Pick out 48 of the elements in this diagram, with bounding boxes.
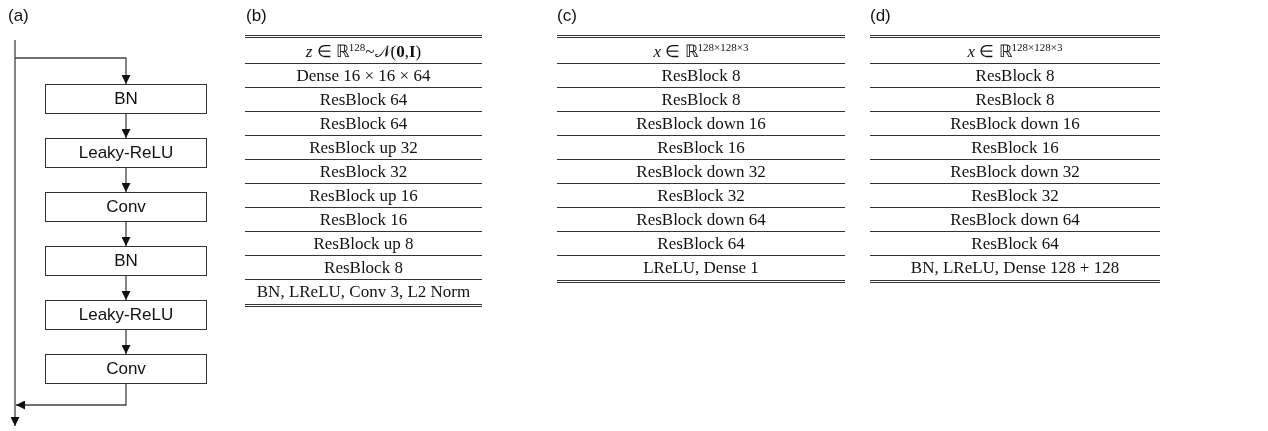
arrow (121, 329, 131, 355)
panel-label: (a) (8, 6, 29, 26)
table-cell-text: BN, LReLU, Conv 3, L2 Norm (255, 281, 472, 303)
table-cell: ResBlock 8 (245, 256, 482, 280)
table-cell: ResBlock down 64 (557, 208, 845, 232)
table-cell: Dense 16 × 16 × 64 (245, 64, 482, 88)
arrow (121, 167, 131, 193)
layer-box: BN (45, 84, 207, 114)
table-cell: ResBlock 32 (245, 160, 482, 184)
table-cell: x ∈ ℝ$^{128×128×3}$ (557, 38, 845, 64)
table-cell: ResBlock down 32 (557, 160, 845, 184)
table-cell: ResBlock up 16 (245, 184, 482, 208)
table-cell: ResBlock 8 (557, 88, 845, 112)
table-cell: ResBlock 32 (557, 184, 845, 208)
table-cell-text: LReLU, Dense 1 (642, 257, 760, 279)
layer-box: BN (45, 246, 207, 276)
table-cell: ResBlock 16 (557, 136, 845, 160)
table-cell: ResBlock 8 (870, 64, 1160, 88)
table-cell: ResBlock 64 (245, 88, 482, 112)
panel-label: (d) (870, 6, 891, 26)
table-cell: x ∈ ℝ$^{128×128×3}$ (870, 38, 1160, 64)
table-cell: ResBlock 16 (245, 208, 482, 232)
layer-box: Conv (45, 354, 207, 384)
table-cell: ResBlock 32 (870, 184, 1160, 208)
table-cell: ResBlock up 8 (245, 232, 482, 256)
arrow (121, 113, 131, 139)
panel-label: (c) (557, 6, 577, 26)
layer-box: Leaky-ReLU (45, 138, 207, 168)
table-cell: ResBlock 64 (245, 112, 482, 136)
layer-box: Leaky-ReLU (45, 300, 207, 330)
table-cell: ResBlock 64 (870, 232, 1160, 256)
panel-label: (b) (246, 6, 267, 26)
table-cell: ResBlock down 64 (870, 208, 1160, 232)
table-cell: ResBlock 16 (870, 136, 1160, 160)
table-cell-text: BN, LReLU, Dense 128 + 128 (909, 257, 1121, 279)
table-cell: ResBlock 8 (557, 64, 845, 88)
table-cell: ResBlock down 32 (870, 160, 1160, 184)
table-cell: z ∈ ℝ$^{128}$~𝒩(0,I) (245, 38, 482, 64)
arrow (121, 221, 131, 247)
table-cell: ResBlock 64 (557, 232, 845, 256)
arrow (14, 57, 131, 85)
table-cell: ResBlock down 16 (557, 112, 845, 136)
table-cell: ResBlock up 32 (245, 136, 482, 160)
table-cell: ResBlock 8 (870, 88, 1160, 112)
arrow (15, 383, 127, 410)
table-cell: ResBlock down 16 (870, 112, 1160, 136)
arrow (121, 275, 131, 301)
layer-box: Conv (45, 192, 207, 222)
